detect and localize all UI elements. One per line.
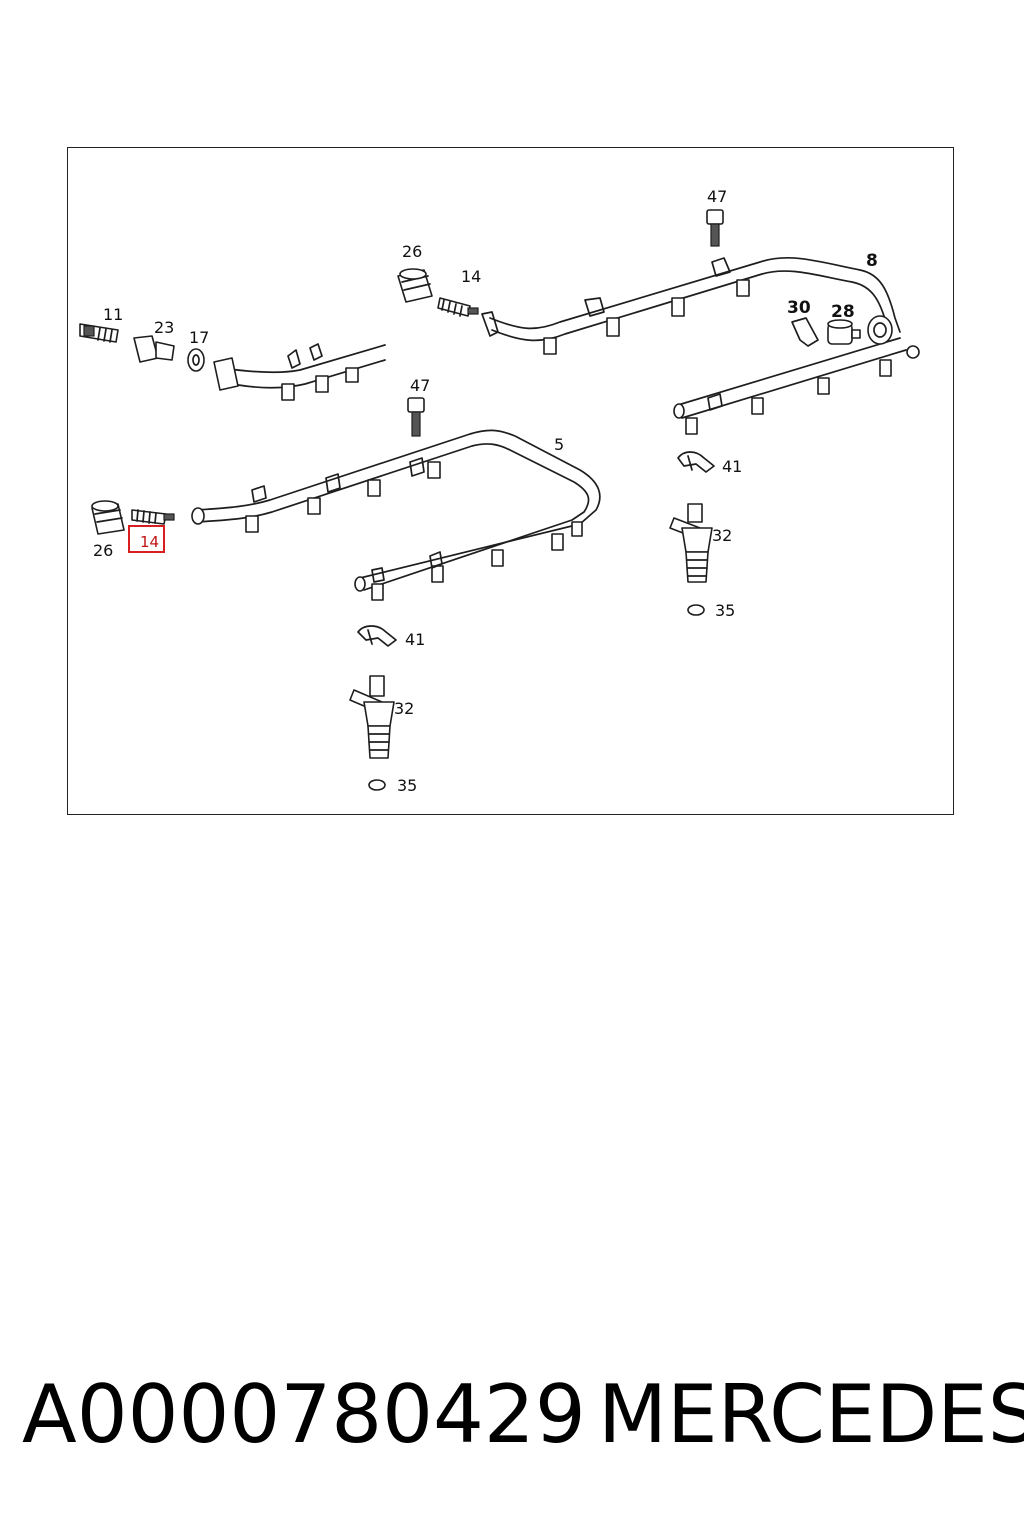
callout-47-upper: 47 (707, 187, 727, 206)
callout-35-right: 35 (715, 601, 735, 620)
cap-26-upper (397, 268, 433, 303)
callout-14-upper: 14 (461, 267, 481, 286)
injector-32-left (349, 675, 395, 759)
seal-35-right (687, 604, 705, 616)
parts-diagram-frame (67, 147, 954, 815)
clip-30 (791, 317, 819, 347)
highlight-box (128, 525, 165, 553)
seal-ring-17 (187, 348, 205, 372)
callout-41-left: 41 (405, 630, 425, 649)
adapter-23 (133, 335, 175, 363)
fuel-rail-upper (481, 256, 920, 435)
callout-28: 28 (831, 302, 855, 322)
callout-32-left: 32 (394, 699, 414, 718)
valve-14-lower (131, 509, 175, 525)
clamp-41-left (357, 625, 397, 647)
fuel-rail-lower (191, 429, 601, 601)
callout-41-right: 41 (722, 457, 742, 476)
fuel-rail-exploded-diagram: 47 26 14 8 11 23 17 30 28 47 5 41 26 14 … (79, 187, 920, 795)
bolt-47-upper (706, 209, 724, 247)
callout-26-lower: 26 (93, 541, 113, 560)
callout-35-left: 35 (397, 776, 417, 795)
callout-17: 17 (189, 328, 209, 347)
regulator-28 (827, 319, 861, 345)
callout-23: 23 (154, 318, 174, 337)
clamp-41-right (677, 451, 715, 473)
injector-32-right (669, 503, 713, 583)
callout-30: 30 (787, 298, 811, 318)
valve-14-upper (437, 297, 479, 317)
callout-5: 5 (554, 435, 564, 454)
brand-name: MERCEDES (598, 1368, 1024, 1461)
bolt-47-middle (407, 397, 425, 437)
callout-32-right: 32 (712, 526, 732, 545)
sensor-11 (79, 323, 119, 343)
callout-14-lower-highlighted: 14 (140, 533, 159, 551)
callout-11: 11 (103, 305, 123, 324)
callout-8: 8 (866, 251, 878, 271)
crossover-pipe (213, 343, 386, 401)
part-number: A0000780429 (22, 1368, 586, 1461)
callout-47-middle: 47 (410, 376, 430, 395)
damper (867, 315, 893, 345)
seal-35-left (368, 779, 386, 791)
cap-26-lower (91, 500, 125, 535)
callout-26-upper: 26 (402, 242, 422, 261)
